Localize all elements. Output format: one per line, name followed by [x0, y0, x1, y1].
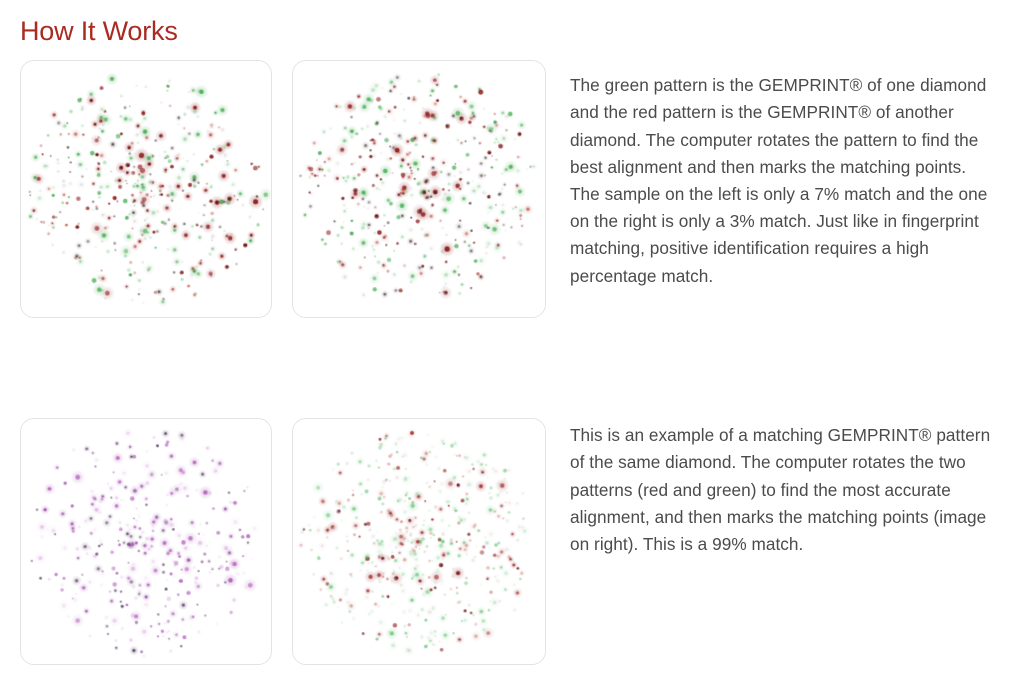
pattern-panel-top-left	[20, 60, 272, 318]
gemprint-pattern-image-99-percent	[293, 419, 545, 664]
pattern-panel-bottom-right	[292, 418, 546, 665]
gemprint-pattern-image-7-percent	[21, 61, 271, 317]
gemprint-pattern-image-single	[21, 419, 271, 664]
gemprint-pattern-image-3-percent	[293, 61, 545, 317]
pattern-panel-top-right	[292, 60, 546, 318]
pattern-panel-bottom-left	[20, 418, 272, 665]
description-paragraph-2: This is an example of a matching GEMPRIN…	[570, 425, 991, 554]
description-paragraph-1: The green pattern is the GEMPRINT® of on…	[570, 75, 988, 286]
page-title: How It Works	[20, 16, 178, 47]
